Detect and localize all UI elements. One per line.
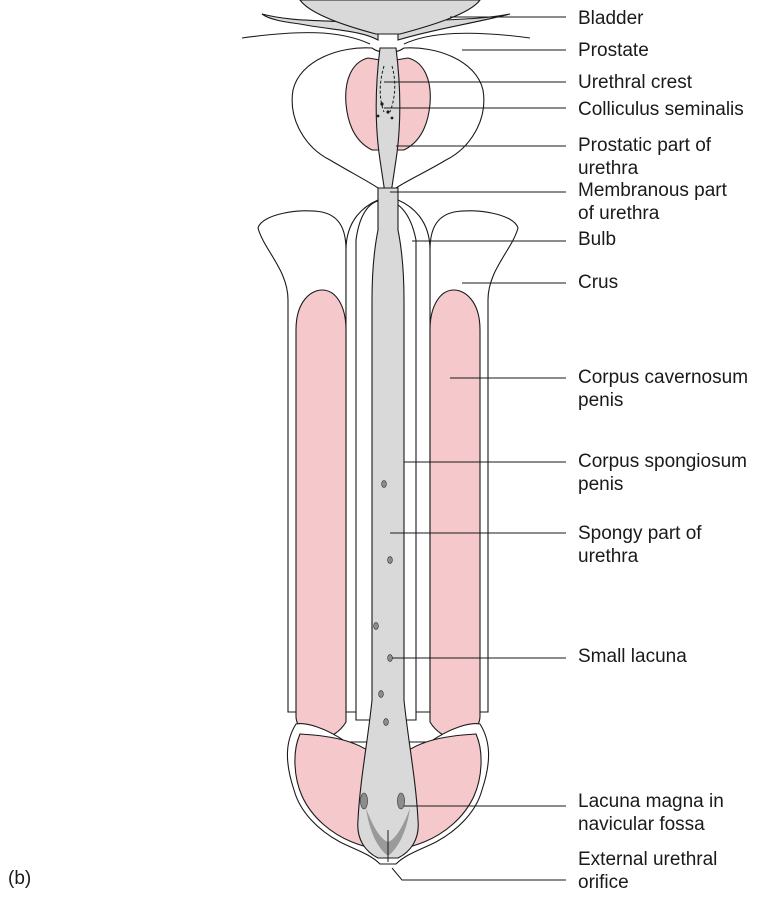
label-prostatic-urethra: Prostatic part of urethra [578,135,716,179]
small-lacuna-dot [384,719,389,726]
label-spongy-urethra: Spongy part of urethra [578,523,707,567]
label-external-orifice: External urethral orifice [578,849,723,893]
small-lacuna-dot [374,623,379,630]
lacuna-magna-left [360,793,367,809]
label-prostate: Prostate [578,40,649,61]
label-bulb: Bulb [578,229,616,250]
small-lacuna-dot [388,655,393,662]
small-lacuna-dot [379,691,384,698]
small-lacuna-dot [382,481,387,488]
label-membranous-urethra: Membranous part of urethra [578,180,732,224]
label-crus: Crus [578,272,618,293]
label-bladder: Bladder [578,8,644,29]
label-colliculus-seminalis: Colliculus seminalis [578,99,744,120]
label-lacuna-magna: Lacuna magna in navicular fossa [578,791,729,835]
label-small-lacuna: Small lacuna [578,646,687,667]
label-corpus-spongiosum: Corpus spongiosum penis [578,451,752,495]
bladder-shape [242,0,530,44]
panel-label: (b) [8,868,31,889]
prostate-shape [292,48,484,200]
lacuna-magna-right [397,793,404,809]
small-lacuna-dot [388,557,393,564]
label-urethral-crest: Urethral crest [578,72,693,93]
label-corpus-cavernosum: Corpus cavernosum penis [578,367,753,411]
